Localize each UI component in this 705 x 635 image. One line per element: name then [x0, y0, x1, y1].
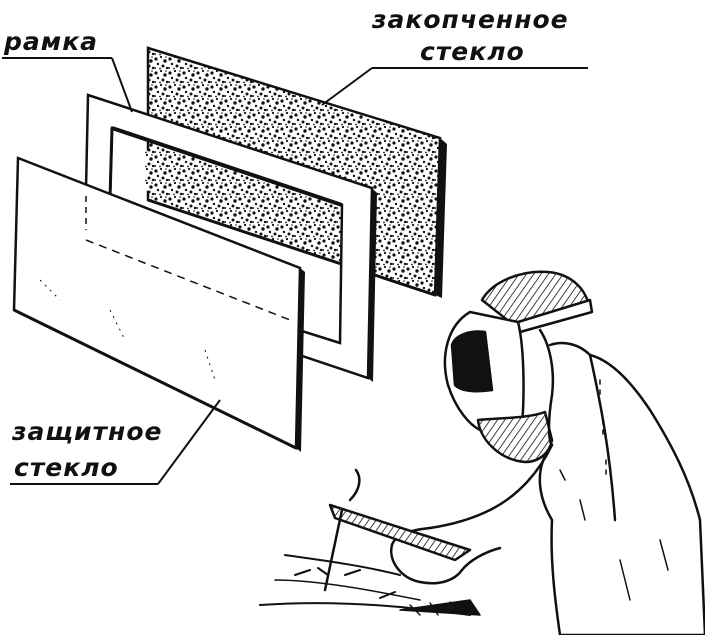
protective-glass-label-line1: защитное	[11, 417, 162, 446]
leader-lines	[2, 57, 588, 485]
smoked-glass-label-line2: стекло	[420, 37, 525, 66]
frame-label: рамка	[3, 27, 98, 56]
frame-leader-line	[111, 57, 133, 113]
smoked-glass-label-line1: закопченное	[371, 5, 569, 34]
protective-glass-panel	[12, 156, 305, 452]
welder-figure	[259, 270, 705, 635]
protective-glass-label-line2: стекло	[14, 453, 119, 482]
smoked-glass-leader-line	[321, 67, 373, 106]
protective-glass-leader-line	[157, 399, 221, 485]
